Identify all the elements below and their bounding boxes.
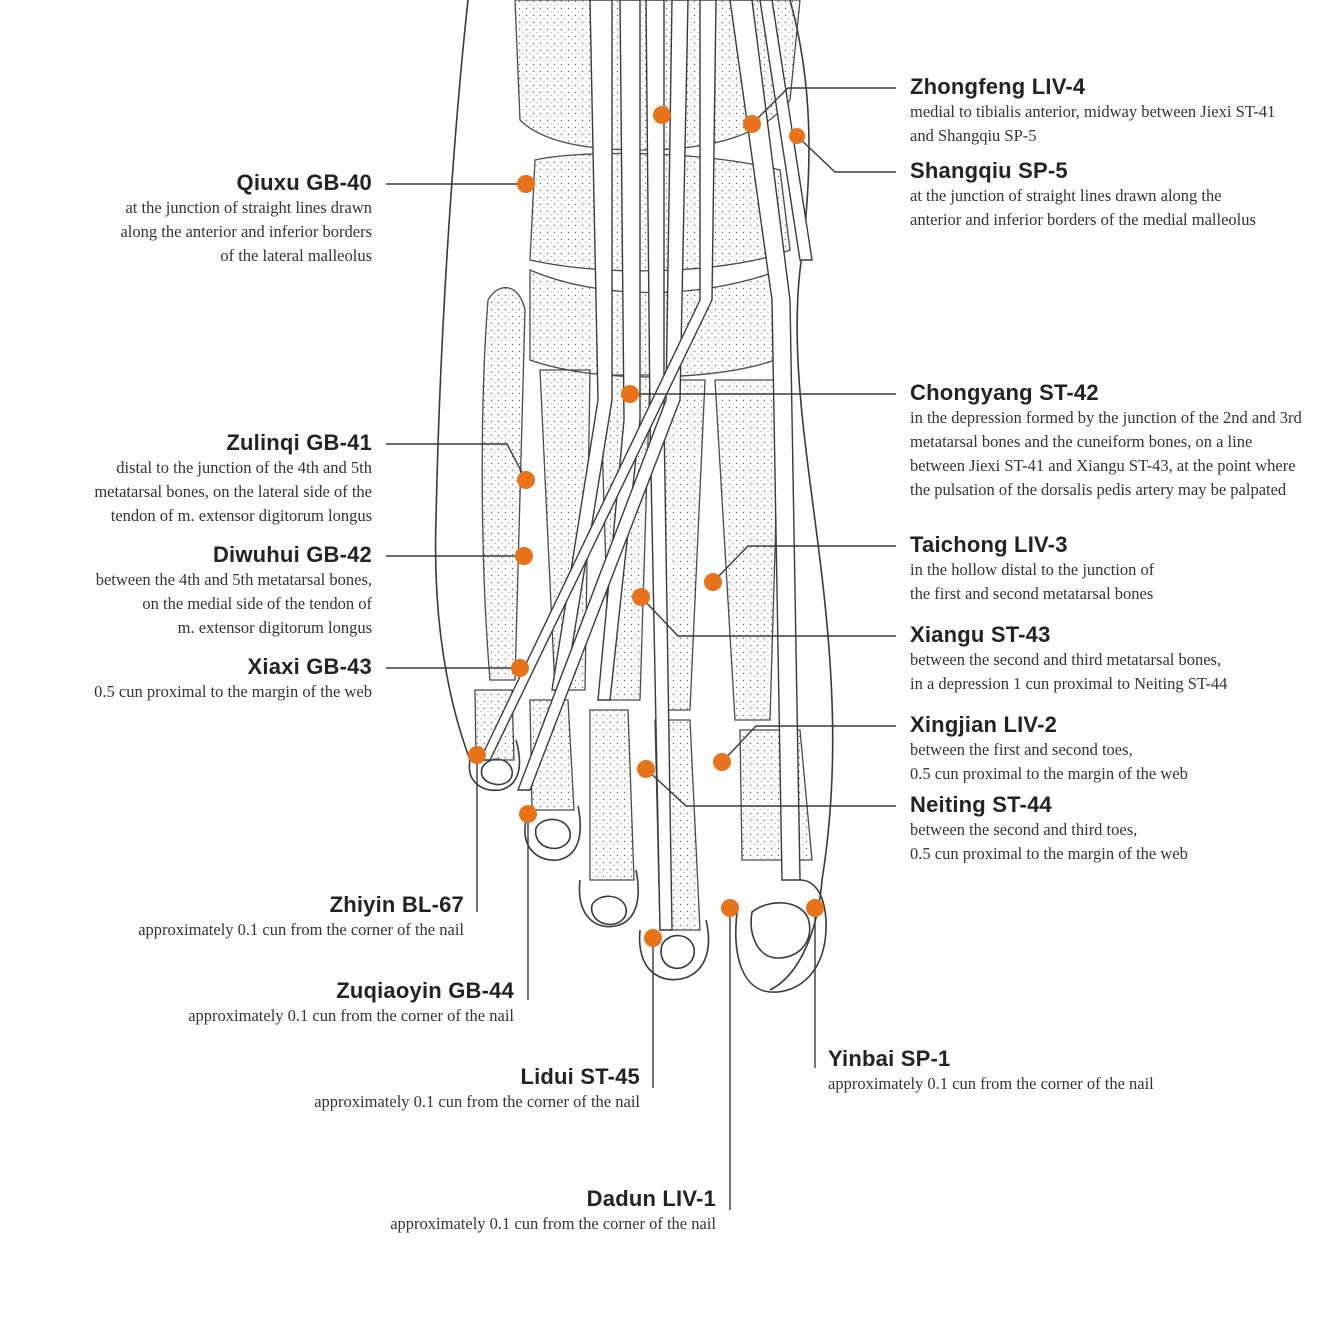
label-zhiyin: Zhiyin BL-67 approximately 0.1 cun from … bbox=[0, 892, 464, 942]
point-description: in the depression formed by the junction… bbox=[910, 408, 1302, 500]
point-description: approximately 0.1 cun from the corner of… bbox=[390, 1214, 716, 1234]
label-xiaxi: Xiaxi GB-43 0.5 cun proximal to the marg… bbox=[0, 654, 372, 704]
point-name: Shangqiu SP-5 bbox=[910, 158, 1068, 183]
marker-zuqiaoyin bbox=[519, 805, 537, 823]
point-description: distal to the junction of the 4th and 5t… bbox=[94, 458, 372, 526]
marker-zhongfeng bbox=[743, 115, 761, 133]
point-name: Zulinqi GB-41 bbox=[226, 430, 372, 455]
leader-lines bbox=[386, 87, 896, 1210]
label-xiangu: Xiangu ST-43 between the second and thir… bbox=[910, 622, 1334, 696]
point-description: 0.5 cun proximal to the margin of the we… bbox=[94, 682, 372, 702]
acupoint-markers bbox=[468, 106, 824, 947]
point-description: between the second and third toes, 0.5 c… bbox=[910, 820, 1188, 864]
label-zhongfeng: Zhongfeng LIV-4 medial to tibialis anter… bbox=[910, 74, 1334, 148]
point-name: Taichong LIV-3 bbox=[910, 532, 1068, 557]
point-name: Yinbai SP-1 bbox=[828, 1046, 951, 1071]
point-name: Qiuxu GB-40 bbox=[236, 170, 372, 195]
label-xingjian: Xingjian LIV-2 between the first and sec… bbox=[910, 712, 1334, 786]
point-description: approximately 0.1 cun from the corner of… bbox=[828, 1074, 1154, 1094]
label-yinbai: Yinbai SP-1 approximately 0.1 cun from t… bbox=[828, 1046, 1328, 1096]
label-zulinqi: Zulinqi GB-41 distal to the junction of … bbox=[0, 430, 372, 528]
point-name: Lidui ST-45 bbox=[520, 1064, 640, 1089]
marker-diwuhui bbox=[515, 547, 533, 565]
tendons bbox=[478, 0, 813, 931]
marker-xiangu bbox=[632, 588, 650, 606]
marker-dadun bbox=[721, 899, 739, 917]
point-description: medial to tibialis anterior, midway betw… bbox=[910, 102, 1276, 146]
point-name: Chongyang ST-42 bbox=[910, 380, 1099, 405]
point-description: approximately 0.1 cun from the corner of… bbox=[138, 920, 464, 940]
label-dadun: Dadun LIV-1 approximately 0.1 cun from t… bbox=[0, 1186, 716, 1236]
point-description: approximately 0.1 cun from the corner of… bbox=[314, 1092, 640, 1112]
marker-shangqiu bbox=[789, 128, 805, 144]
point-description: approximately 0.1 cun from the corner of… bbox=[188, 1006, 514, 1026]
point-name: Zuqiaoyin GB-44 bbox=[336, 978, 514, 1003]
point-name: Xiaxi GB-43 bbox=[247, 654, 372, 679]
label-diwuhui: Diwuhui GB-42 between the 4th and 5th me… bbox=[0, 542, 372, 640]
label-shangqiu: Shangqiu SP-5 at the junction of straigh… bbox=[910, 158, 1334, 232]
point-description: between the 4th and 5th metatarsal bones… bbox=[95, 570, 372, 638]
point-name: Zhiyin BL-67 bbox=[329, 892, 464, 917]
point-name: Neiting ST-44 bbox=[910, 792, 1052, 817]
point-description: in the hollow distal to the junction of … bbox=[910, 560, 1155, 604]
point-description: between the first and second toes, 0.5 c… bbox=[910, 740, 1188, 784]
marker-taichong bbox=[704, 573, 722, 591]
marker-st41-unlabeled bbox=[653, 106, 671, 124]
point-description: at the junction of straight lines drawn … bbox=[910, 186, 1256, 230]
marker-xiaxi bbox=[511, 659, 529, 677]
point-name: Zhongfeng LIV-4 bbox=[910, 74, 1086, 99]
marker-yinbai bbox=[806, 899, 824, 917]
label-zuqiaoyin: Zuqiaoyin GB-44 approximately 0.1 cun fr… bbox=[0, 978, 514, 1028]
marker-neiting bbox=[637, 760, 655, 778]
point-name: Dadun LIV-1 bbox=[586, 1186, 716, 1211]
point-name: Xingjian LIV-2 bbox=[910, 712, 1058, 737]
label-taichong: Taichong LIV-3 in the hollow distal to t… bbox=[910, 532, 1334, 606]
point-description: between the second and third metatarsal … bbox=[910, 650, 1228, 694]
point-name: Xiangu ST-43 bbox=[910, 622, 1051, 647]
label-neiting: Neiting ST-44 between the second and thi… bbox=[910, 792, 1334, 866]
marker-lidui bbox=[644, 929, 662, 947]
marker-chongyang bbox=[621, 385, 639, 403]
label-lidui: Lidui ST-45 approximately 0.1 cun from t… bbox=[0, 1064, 640, 1114]
marker-zhiyin bbox=[468, 746, 486, 764]
marker-qiuxu bbox=[517, 175, 535, 193]
marker-xingjian bbox=[713, 753, 731, 771]
label-chongyang: Chongyang ST-42 in the depression formed… bbox=[910, 380, 1334, 502]
marker-zulinqi bbox=[517, 471, 535, 489]
label-qiuxu: Qiuxu GB-40 at the junction of straight … bbox=[0, 170, 372, 268]
point-description: at the junction of straight lines drawn … bbox=[120, 198, 372, 266]
point-name: Diwuhui GB-42 bbox=[212, 542, 372, 567]
